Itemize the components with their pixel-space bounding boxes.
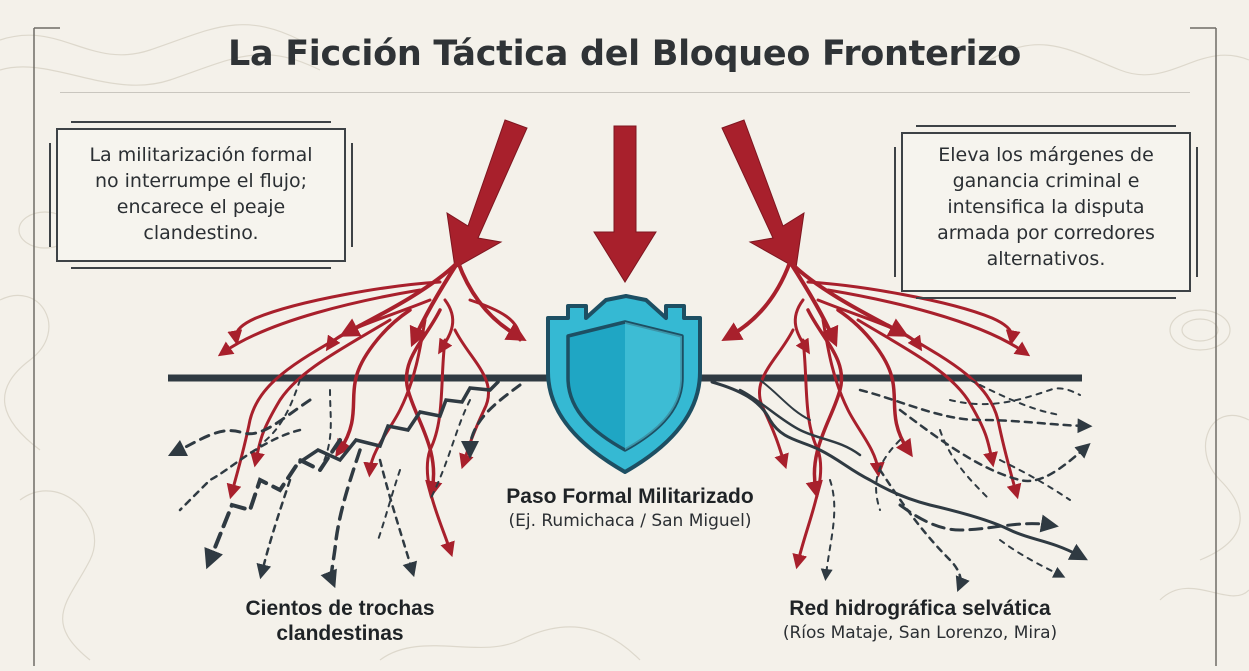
pressure-arrow-icon bbox=[593, 125, 657, 283]
callout-right: Eleva los márgenes de ganancia criminal … bbox=[901, 132, 1191, 292]
label-clandestine-trails: Cientos de trochas clandestinas bbox=[210, 596, 470, 646]
label-formal-crossing: Paso Formal Militarizado (Ej. Rumichaca … bbox=[470, 484, 790, 533]
left-dark-trails bbox=[167, 379, 522, 589]
river-icon bbox=[710, 380, 1088, 561]
clandestine-trails-title: Cientos de trochas clandestinas bbox=[245, 597, 435, 645]
formal-crossing-title: Paso Formal Militarizado bbox=[506, 485, 754, 508]
callout-right-text: Eleva los márgenes de ganancia criminal … bbox=[937, 144, 1155, 270]
page-title: La Ficción Táctica del Bloqueo Fronteriz… bbox=[227, 34, 1022, 74]
river-network-subtitle: (Ríos Mataje, San Lorenzo, Mira) bbox=[782, 623, 1058, 643]
page-frame bbox=[33, 27, 1217, 666]
title-divider bbox=[60, 92, 1190, 93]
right-river-network bbox=[710, 379, 1093, 592]
callout-left: La militarización formal no interrumpe e… bbox=[56, 128, 346, 262]
label-river-network: Red hidrográfica selvática (Ríos Mataje,… bbox=[740, 596, 1100, 645]
formal-crossing-subtitle: (Ej. Rumichaca / San Miguel) bbox=[508, 511, 752, 531]
right-red-flows bbox=[721, 260, 1031, 570]
pressure-arrows bbox=[446, 119, 805, 283]
callout-left-text: La militarización formal no interrumpe e… bbox=[89, 144, 313, 244]
pressure-arrow-icon bbox=[721, 119, 805, 269]
river-network-title: Red hidrográfica selvática bbox=[789, 597, 1051, 620]
shield-icon bbox=[546, 294, 702, 474]
left-red-flows bbox=[217, 260, 527, 558]
pressure-arrow-icon bbox=[446, 119, 528, 269]
